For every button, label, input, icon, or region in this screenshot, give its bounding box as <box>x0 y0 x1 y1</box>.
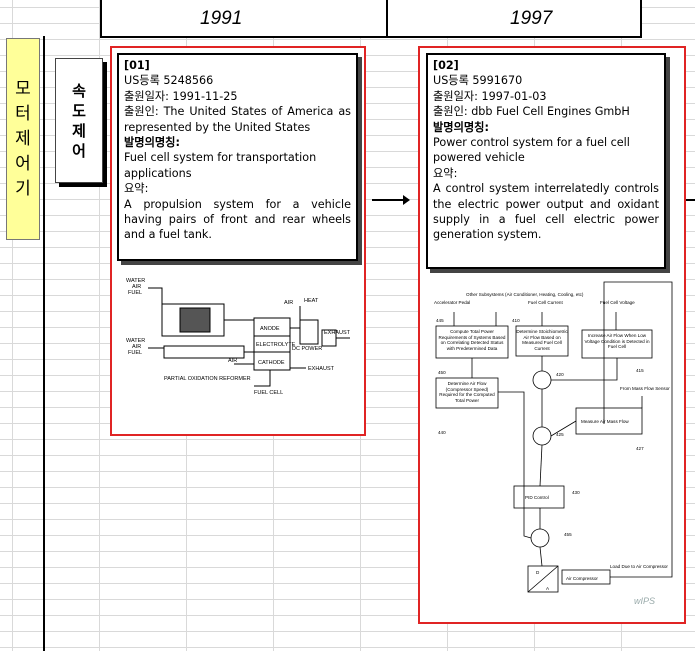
fig-box: Compute Total Power Requirements of Syst… <box>438 329 506 351</box>
patent-info-02: [02] US등록 5991670 출원일자: 1997-01-03 출원인: … <box>426 53 666 269</box>
patent-figure-01: WATER AIR FUEL WATER AIR FUEL PARTIAL OX… <box>126 278 351 396</box>
fig-box: Measure Air Mass Flow <box>581 419 629 424</box>
fig-num: 410 <box>512 318 520 323</box>
fig-box: Increase Air Flow When Low Voltage Condi… <box>584 333 650 350</box>
patent-title-label: 발명의명칭: <box>124 136 180 150</box>
fig-label: AIR <box>228 358 237 364</box>
category-char: 도 <box>72 101 86 120</box>
fig-num: 427 <box>636 446 644 451</box>
fig-label: CATHODE <box>258 360 285 366</box>
patent-info-01: [01] US등록 5248566 출원일자: 1991-11-25 출원인: … <box>117 53 358 261</box>
fig-label: FUEL <box>128 350 142 356</box>
category-char: 어 <box>72 141 86 160</box>
patent-id: [01] <box>124 59 150 72</box>
arrow-icon <box>372 195 410 205</box>
category-char: 속 <box>72 81 86 100</box>
header-divider <box>100 0 102 38</box>
patent-date: 출원일자: 1991-11-25 <box>124 89 238 103</box>
patent-abstract: A control system interrelatedly controls… <box>433 182 659 242</box>
patent-applicant: 출원인: The United States of America as rep… <box>124 105 351 134</box>
fig-label: AIR <box>132 344 141 350</box>
fig-label: Other Subsystems (Air Conditioner, Heati… <box>466 292 584 297</box>
patent-title-label: 발명의명칭: <box>433 120 489 134</box>
header-divider <box>386 0 388 38</box>
fig-label: PARTIAL OXIDATION REFORMER <box>164 376 251 382</box>
fig-label: From Mass Flow Sensor <box>620 386 670 391</box>
category-char: 기 <box>15 178 31 199</box>
category-char: 제 <box>72 121 86 140</box>
patent-id: [02] <box>433 59 459 72</box>
fig-label: Load Due to Air Compressor <box>610 564 668 569</box>
patent-card-02: [02] US등록 5991670 출원일자: 1997-01-03 출원인: … <box>418 46 686 624</box>
fig-label: ANODE <box>260 326 280 332</box>
category-char: 터 <box>15 103 31 124</box>
patent-title: Fuel cell system for transportation appl… <box>124 151 317 180</box>
patent-date: 출원일자: 1997-01-03 <box>433 89 547 103</box>
year-label: 1997 <box>510 8 553 29</box>
category-main: 모 터 제 어 기 <box>6 38 40 240</box>
patent-figure-02: Accelerator Pedal Other Subsystems (Air … <box>434 281 673 606</box>
header-divider <box>640 0 642 38</box>
fig-box: PID Control <box>525 495 549 500</box>
year-header-1997: 1997 <box>388 0 640 38</box>
patent-reg: US등록 5991670 <box>433 74 523 88</box>
fig-label: DC POWER <box>292 346 322 352</box>
timeline-axis <box>43 36 45 651</box>
fig-num: 445 <box>436 318 444 323</box>
fig-label: EXHAUST <box>324 330 351 336</box>
fig-label: FUEL <box>128 290 142 296</box>
fig-label: ELECTROLYTE <box>256 342 296 348</box>
category-char: 어 <box>15 153 31 174</box>
arrow-icon <box>680 199 695 201</box>
patent-abstract: A propulsion system for a vehicle having… <box>124 197 351 242</box>
patent-applicant: 출원인: dbb Fuel Cell Engines GmbH <box>433 105 630 119</box>
fig-label: D <box>536 570 540 575</box>
fig-label: HEAT <box>304 298 319 304</box>
category-char: 제 <box>15 128 31 149</box>
fig-num: 450 <box>438 370 446 375</box>
fig-label: WATER <box>126 278 145 284</box>
fig-num: 425 <box>556 432 564 437</box>
year-label: 1991 <box>200 8 243 29</box>
fig-label: EXHAUST <box>308 366 335 372</box>
fig-box: Determine Air Flow (Compressor Speed) Re… <box>439 381 495 403</box>
fig-label: AIR <box>132 284 141 290</box>
fig-num: 455 <box>564 532 572 537</box>
fig-label: Accelerator Pedal <box>434 300 470 305</box>
fig-label: Air Compressor <box>566 576 598 581</box>
patent-reg: US등록 5248566 <box>124 74 214 88</box>
year-header-1991: 1991 <box>102 0 386 38</box>
category-sub: 속 도 제 어 <box>55 58 103 183</box>
fig-box: Determine Stoichiometric Air Flow Based … <box>516 329 568 351</box>
fig-label: AIR <box>284 300 293 306</box>
patent-card-01: [01] US등록 5248566 출원일자: 1991-11-25 출원인: … <box>110 46 366 436</box>
patent-abstract-label: 요약: <box>124 182 149 196</box>
watermark: wIPS <box>634 596 655 606</box>
fig-num: 415 <box>636 368 644 373</box>
fig-label: A <box>546 586 550 591</box>
patent-abstract-label: 요약: <box>433 166 458 180</box>
category-char: 모 <box>15 78 31 99</box>
fig-num: 420 <box>556 372 564 377</box>
patent-title: Power control system for a fuel cell pow… <box>433 136 630 165</box>
fig-label: WATER <box>126 338 145 344</box>
fig-label: Fuel Cell Current <box>528 300 563 305</box>
fig-num: 440 <box>438 430 446 435</box>
fig-label: FUEL CELL <box>254 390 283 396</box>
fig-label: Fuel Cell Voltage <box>600 300 635 305</box>
fig-num: 430 <box>572 490 580 495</box>
